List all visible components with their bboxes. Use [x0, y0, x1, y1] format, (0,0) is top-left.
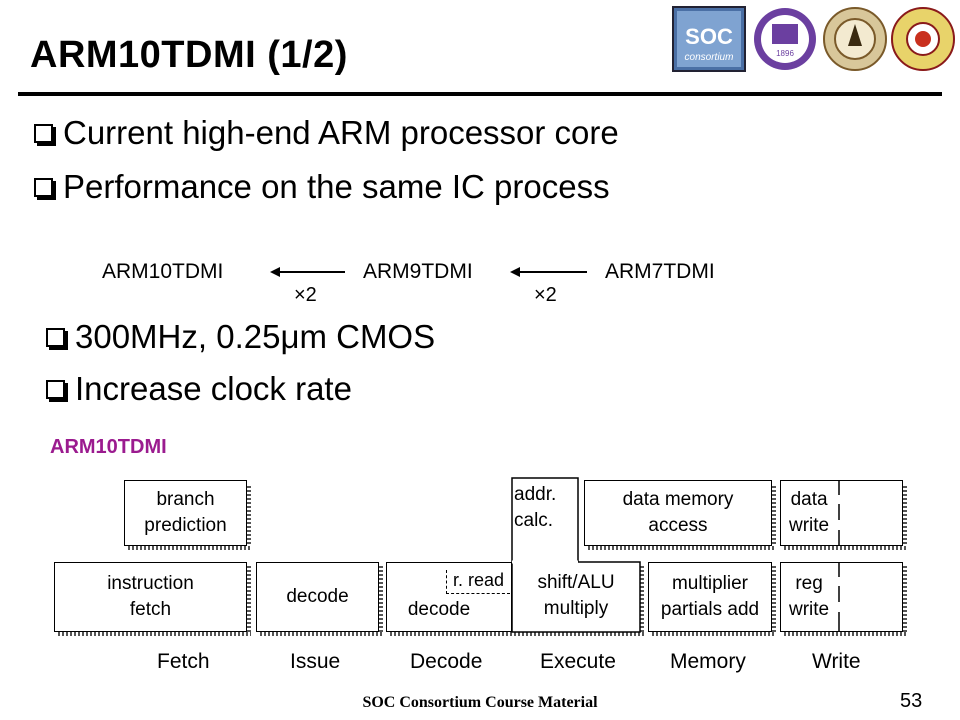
bullet-item: Increase clock rate [46, 370, 352, 408]
bullet-text: Increase clock rate [75, 370, 352, 407]
pipeline-label: ARM10TDMI [50, 436, 167, 458]
svg-text:consortium: consortium [685, 52, 734, 63]
factor-label: ×2 [294, 284, 317, 306]
bullet-item: Current high-end ARM processor core [34, 114, 619, 152]
bullet-text: Current high-end ARM processor core [63, 114, 619, 151]
stage-label-fetch: Fetch [157, 650, 210, 673]
checkbox-bullet-icon [34, 177, 53, 197]
svg-text:SOC: SOC [685, 24, 733, 49]
stage-label-issue: Issue [290, 650, 341, 673]
checkbox-bullet-icon [34, 123, 53, 143]
address-calc-text: addr. calc. [514, 484, 557, 531]
reg-write-text: reg write [789, 573, 830, 620]
core-label-arm10: ARM10TDMI [102, 260, 224, 283]
data-write-block: data write [780, 480, 903, 546]
bullet-item: Performance on the same IC process [34, 168, 610, 206]
issue-decode-block: decode [256, 562, 379, 632]
data-memory-access-block: data memory access [584, 480, 772, 546]
university-seal-1-icon: 1896 [752, 6, 818, 72]
page-title: ARM10TDMI (1/2) [30, 34, 348, 76]
university-seal-3-icon [890, 6, 956, 72]
shift-alu-text: shift/ALU multiply [537, 572, 615, 619]
bullet-text: 300MHz, 0.25μm CMOS [75, 318, 436, 355]
bullet-text: Performance on the same IC process [63, 168, 610, 205]
stage-label-memory: Memory [670, 650, 746, 673]
title-divider [18, 92, 942, 96]
university-seal-2-icon [822, 6, 888, 72]
arrow-left-icon [510, 267, 587, 277]
checkbox-bullet-icon [46, 327, 65, 347]
stage-label-execute: Execute [540, 650, 616, 673]
factor-label: ×2 [534, 284, 557, 306]
arrow-left-icon [270, 267, 345, 277]
svg-text:1896: 1896 [776, 49, 794, 58]
decode-text: decode [407, 599, 471, 620]
stage-label-write: Write [812, 650, 861, 673]
reg-write-block: reg write [780, 562, 903, 632]
bullet-item: 300MHz, 0.25μm CMOS [46, 318, 435, 356]
register-read-inset: r. read [446, 570, 510, 594]
stage-label-decode: Decode [410, 650, 483, 673]
page-number: 53 [900, 690, 923, 712]
core-label-arm7: ARM7TDMI [605, 260, 715, 283]
footer-text: SOC Consortium Course Material [362, 694, 598, 711]
multiplier-partials-block: multiplier partials add [648, 562, 772, 632]
checkbox-bullet-icon [46, 379, 65, 399]
instruction-fetch-block: instruction fetch [54, 562, 247, 632]
soc-consortium-logo: SOC consortium [672, 6, 746, 72]
core-label-arm9: ARM9TDMI [363, 260, 473, 283]
data-write-text: data write [789, 489, 830, 536]
branch-prediction-block: branch prediction [124, 480, 247, 546]
